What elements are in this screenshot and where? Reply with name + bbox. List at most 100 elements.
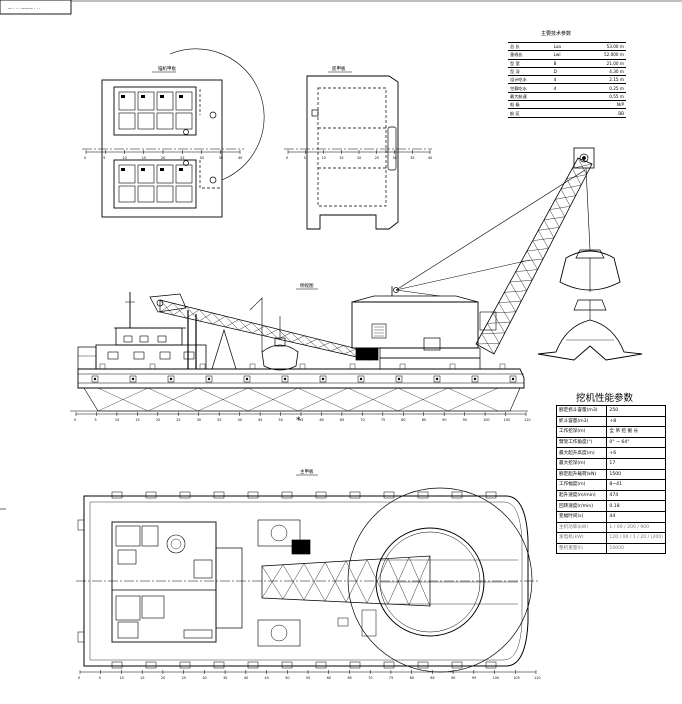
main-params-title: 主要技术参数 [541, 31, 572, 37]
perf-params-label: 最大挖深(m) [555, 457, 608, 470]
main-params-value: 0.25 m [575, 83, 626, 93]
frame-number: 30 [200, 156, 204, 160]
frame-number: 0 [286, 156, 288, 160]
perf-params-label: 发电机(kW) [555, 532, 608, 544]
frame-number: 45 [265, 676, 269, 680]
perf-params-label: 起升速度(m/min) [555, 489, 608, 502]
perf-params-value: +8 [606, 415, 666, 428]
main-params-sym: d [551, 75, 576, 85]
perf-params-value: 44 [606, 510, 666, 523]
frame-number: 65 [340, 418, 344, 422]
frame-number: 75 [381, 418, 385, 422]
perf-params-label: 回转速度(r/min) [555, 500, 608, 512]
anchor-deck-plan-title: 锚机甲板 [158, 65, 176, 72]
frame-number: 60 [327, 676, 331, 680]
perf-params-value: 8~41 [606, 479, 666, 491]
frame-number: 10 [322, 156, 326, 160]
deck-grab-bucket [261, 316, 299, 371]
perf-params-row: 额定抓斗容量(m3)250 [555, 405, 666, 417]
frame-number: 85 [430, 676, 434, 680]
frame-number: 90 [442, 418, 446, 422]
perf-params-row: 抓斗容量(m3)+8 [555, 415, 666, 428]
perf-params-row: 臂架工作角度(°)0° ~ 64° [555, 436, 666, 449]
frame-number: 0 [84, 156, 86, 160]
main-params-sym [551, 108, 576, 118]
frame-number: 30 [202, 676, 206, 680]
perf-params-value: 17 [606, 457, 666, 470]
frame-number: 10 [119, 676, 123, 680]
main-params-sym: B [551, 58, 576, 68]
main-params-value: BB [575, 108, 626, 118]
perf-params-value: 120 / 00 / 1 / 20 / (200) [606, 532, 666, 544]
frame-number: 25 [375, 156, 379, 160]
perf-params-label: 臂架工作角度(°) [555, 436, 608, 449]
perf-params-row: 变幅时间(s)44 [555, 510, 666, 523]
frame-number: 60 [319, 418, 323, 422]
frame-number: 50 [279, 418, 283, 422]
frame-number: 20 [161, 156, 165, 160]
main-params-sym: D [551, 66, 576, 77]
frame-number: 25 [176, 418, 180, 422]
perf-params-value: 474 [606, 489, 666, 502]
frame-number: 35 [219, 156, 223, 160]
main-params-label: 航 区 [508, 108, 552, 118]
frame-number: 15 [142, 156, 146, 160]
main-params-value: N/P [575, 100, 626, 110]
main-params-value: 0.55 m [575, 91, 626, 102]
perf-params-value: 0° ~ 64° [606, 436, 666, 449]
frame-number: 85 [422, 418, 426, 422]
crane-turntable [347, 487, 533, 673]
frame-number: 105 [504, 418, 510, 422]
main-params-value: 21.00 m [575, 58, 626, 68]
frame-number: 20 [156, 418, 160, 422]
frame-number: 30 [197, 418, 201, 422]
main-params-label: 型 深 [508, 66, 552, 77]
frame-number: 95 [463, 418, 467, 422]
corner-title-box: — · · · ——— · · · [0, 0, 682, 15]
main-params-sym: d [551, 83, 576, 93]
perf-params-value: 全 吊 挖 掘 长 [606, 426, 666, 438]
main-params-row: 航 区 BB [508, 108, 626, 118]
main-params-sym: Lwl [551, 50, 576, 60]
frame-number: 15 [339, 156, 343, 160]
perf-params-label: 工作挖深(m) [555, 426, 608, 438]
main-params-sym [551, 91, 576, 102]
frame-number: 55 [299, 418, 303, 422]
perf-params-label: 最大起升高度(m) [555, 447, 608, 459]
main-deck-plan-title: 主甲板 [300, 468, 314, 475]
main-params-value: 53.00 m [575, 41, 626, 52]
perf-params-row: 工作幅度(m)8~41 [555, 479, 666, 491]
side-elevation-title: 侧视图 [300, 282, 314, 289]
frame-number: 40 [238, 156, 242, 160]
main-params-label: 空载吃水 [508, 83, 552, 93]
frame-number: 5 [103, 156, 105, 160]
frame-number: 110 [534, 676, 540, 680]
main-params-label: 型 宽 [508, 58, 552, 68]
main-params-value: 2.15 m [575, 75, 626, 85]
frame-number: 25 [182, 676, 186, 680]
frame-number: 30 [393, 156, 397, 160]
main-params-sym [551, 100, 576, 110]
frame-number: 100 [493, 676, 499, 680]
frame-number: 20 [161, 676, 165, 680]
frame-number: 10 [123, 156, 127, 160]
frame-number: 5 [94, 418, 96, 422]
main-params-label: 船 级 [508, 100, 552, 110]
perf-params-label: 额定起升载荷(kN) [555, 468, 608, 481]
frame-number: 5 [99, 676, 101, 680]
frame-number: 95 [472, 676, 476, 680]
perf-params-label: 主机功率(kW) [555, 521, 608, 534]
perf-params-row: 额定起升载荷(kN)1500 [555, 468, 666, 481]
frame-number: 65 [347, 676, 351, 680]
